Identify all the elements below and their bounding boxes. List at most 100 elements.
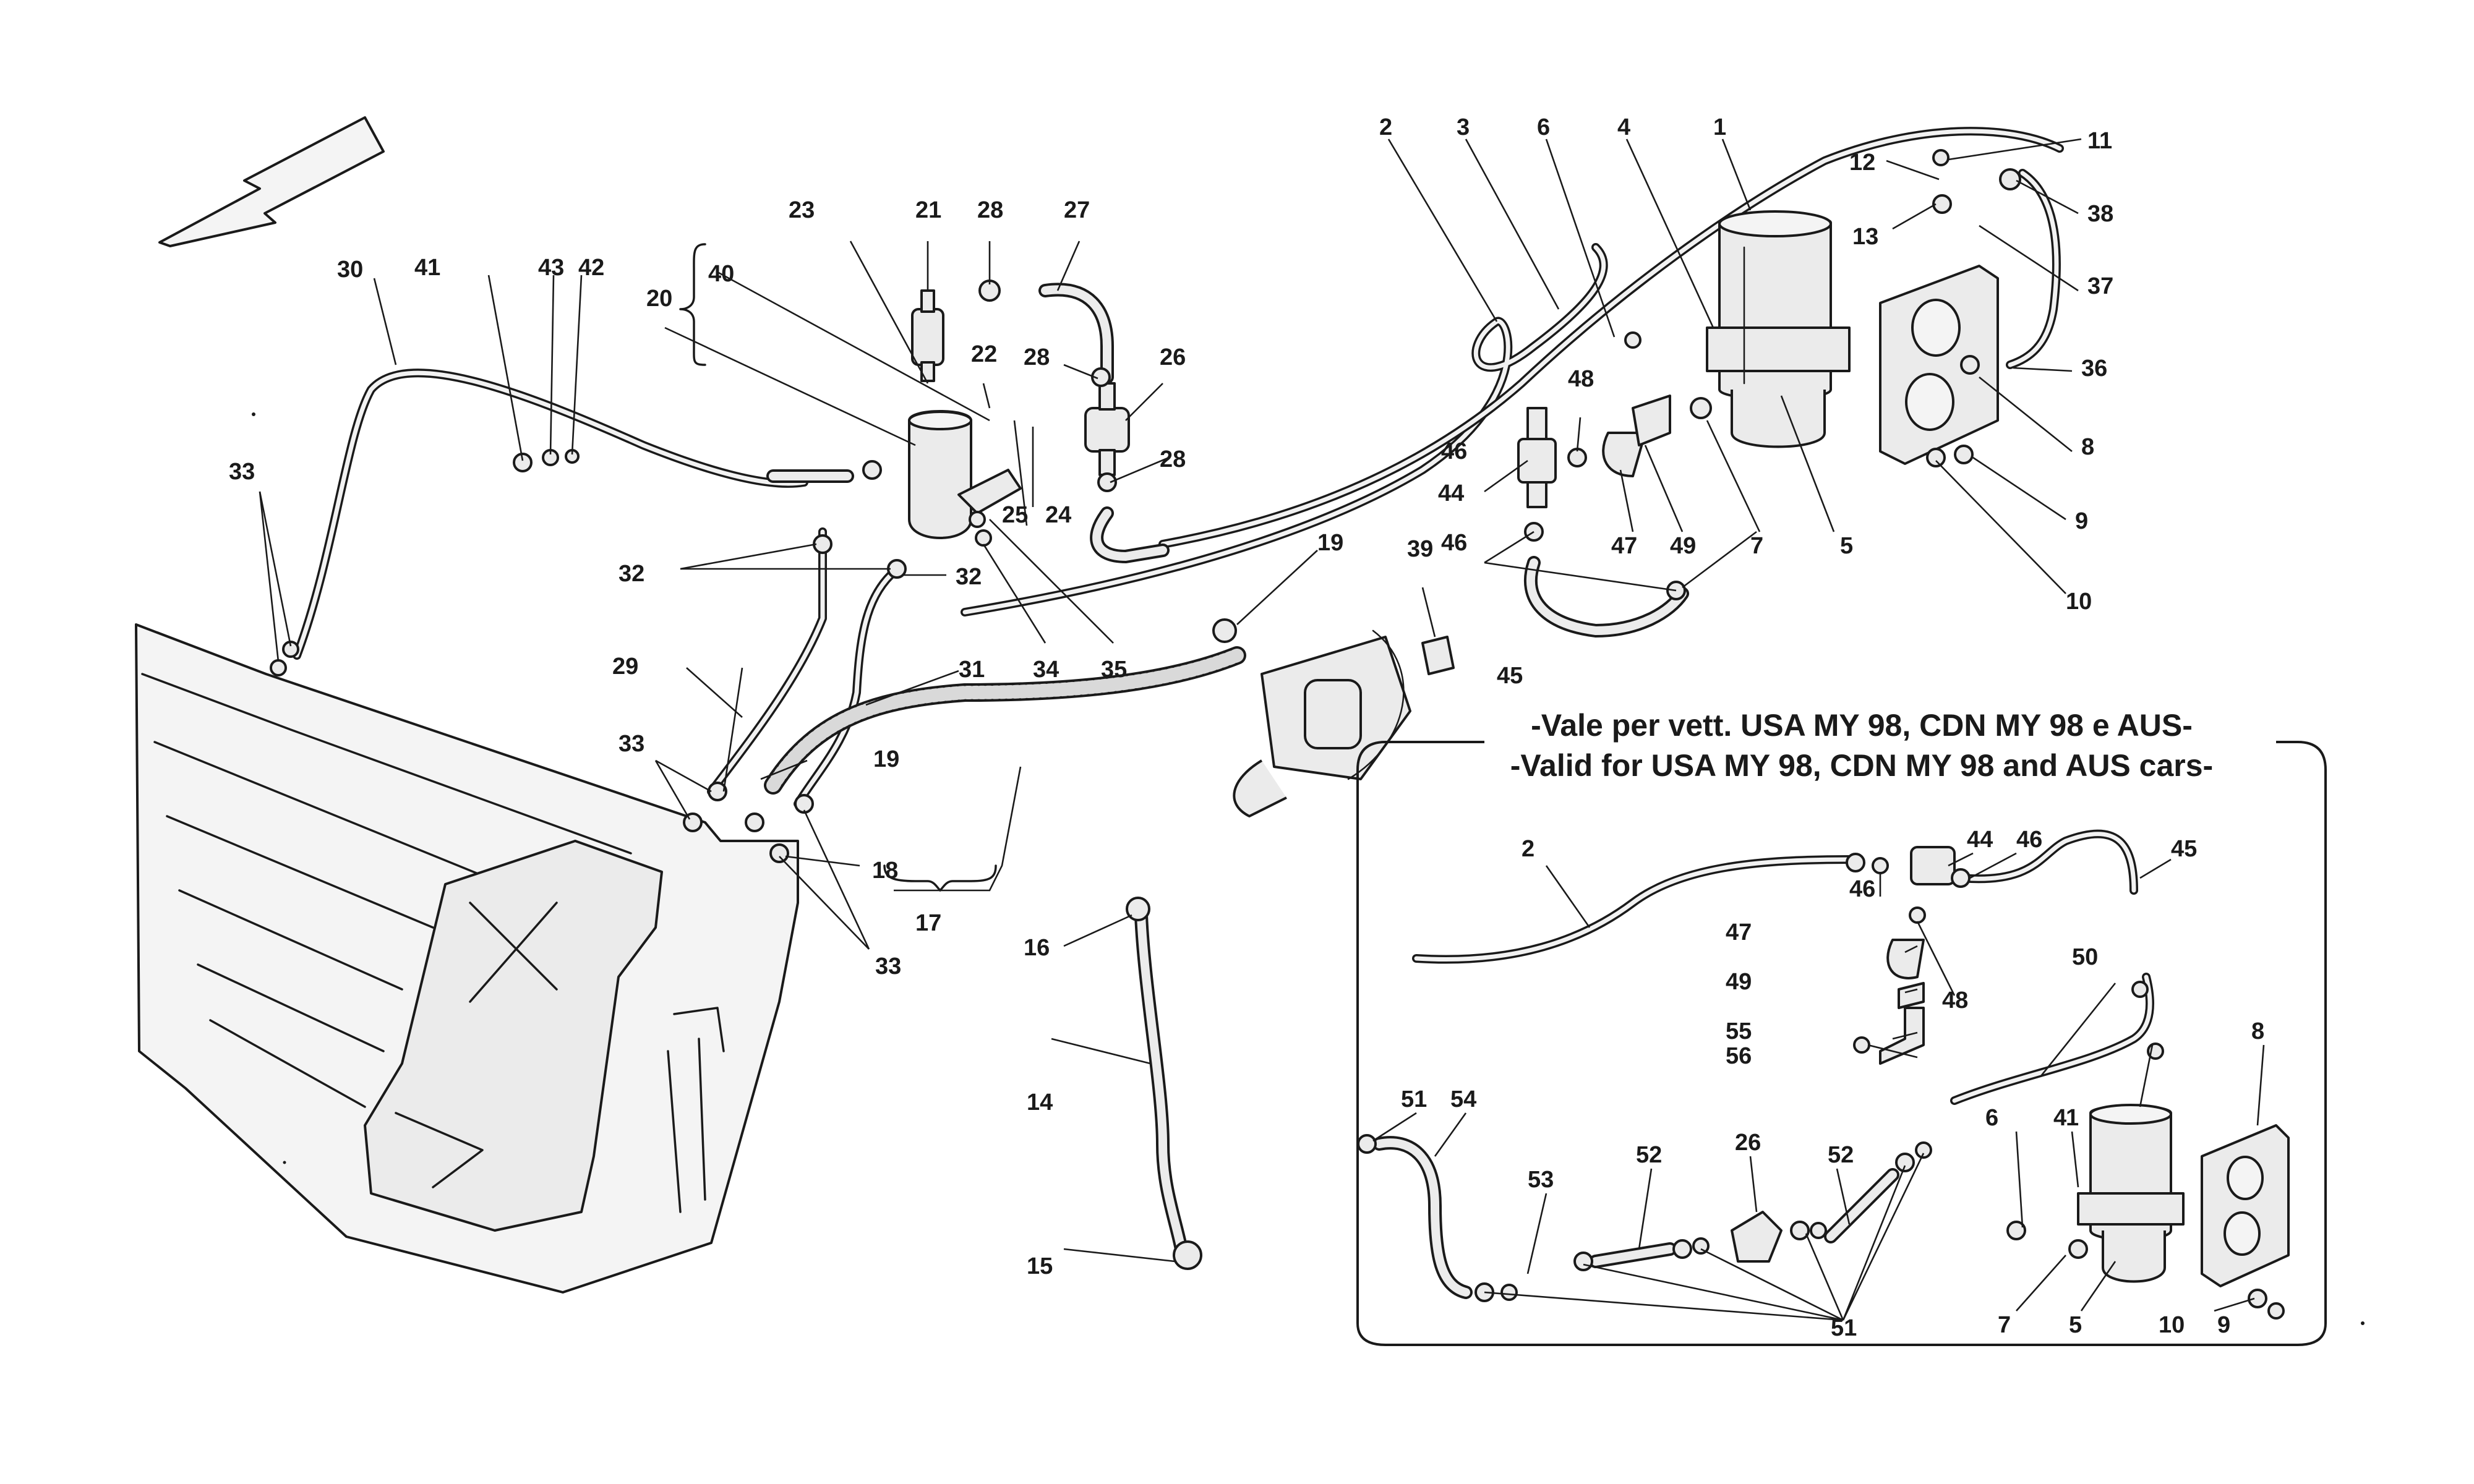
inset-clamp-47	[1886, 939, 1925, 1009]
clamp-47	[1602, 394, 1671, 477]
hose-30	[293, 369, 854, 660]
callout-label: 40	[708, 261, 734, 287]
callout-label: 8	[2081, 434, 2094, 460]
inset-hose-54	[1372, 1136, 1473, 1299]
callout-label: 32	[956, 564, 982, 590]
callout-label: 49	[1670, 533, 1696, 559]
carbon-canister	[1706, 210, 1851, 448]
leader-lines	[259, 138, 2265, 1321]
brace-20	[679, 243, 706, 366]
callout-label: 54	[1450, 1086, 1476, 1112]
inset-canister-bracket	[2201, 1124, 2290, 1287]
inset-pipe-50	[1950, 973, 2154, 1105]
callout-label: 3	[1457, 114, 1470, 140]
callout-label: 46	[2016, 827, 2042, 853]
callout-label: 9	[2075, 508, 2088, 534]
callouts-inset: 1 2 4 5 6 7 8 9 10 26 44 45 46 46 47 48 …	[1401, 827, 2264, 1341]
callout-label: 46	[1441, 438, 1467, 464]
inset-note-en: -Valid for USA MY 98, CDN MY 98 and AUS …	[1510, 748, 2213, 783]
fuel-tank	[135, 623, 799, 1294]
callout-label: 29	[612, 654, 638, 680]
callout-label: 10	[2159, 1312, 2185, 1338]
callout-label: 34	[1033, 657, 1059, 683]
callout-label: 5	[1840, 533, 1853, 559]
callout-label: 37	[2087, 273, 2113, 299]
pipe-36-38	[2006, 169, 2061, 369]
callout-label: 6	[1537, 114, 1550, 140]
callout-label: 44	[1967, 827, 1993, 853]
callout-label: 19	[1317, 530, 1343, 556]
callout-label: 49	[1726, 969, 1752, 995]
callout-label: 16	[1024, 935, 1050, 961]
callout-label: 51	[1831, 1315, 1857, 1341]
callout-label: 27	[1064, 197, 1090, 223]
hose-31-corrugated	[764, 646, 1246, 795]
callout-label: 4	[1617, 114, 1630, 140]
callout-label: 52	[1636, 1142, 1662, 1168]
callout-label: 31	[959, 657, 985, 683]
callout-label: 11	[2087, 128, 2112, 154]
callout-label: 32	[618, 561, 644, 587]
canister-bracket	[1879, 265, 1999, 465]
inset-note-it: -Vale per vett. USA MY 98, CDN MY 98 e A…	[1531, 708, 2193, 743]
inset-bracket-55	[1879, 1007, 1925, 1065]
callout-label: 12	[1849, 150, 1875, 176]
callout-label: 48	[1942, 987, 1968, 1013]
callout-label: 26	[1735, 1130, 1761, 1156]
callout-label: 47	[1726, 919, 1752, 945]
callout-label: 1	[1713, 114, 1726, 140]
callout-label: 2	[1379, 114, 1392, 140]
hose-32	[794, 571, 895, 808]
callout-label: 36	[2081, 356, 2107, 382]
callout-label: 28	[1160, 446, 1186, 472]
callouts-main: 1 2 3 4 5 6 7 8 9 10 11 12 13 14 15 16 1…	[229, 114, 2113, 1279]
callout-label: 42	[578, 255, 604, 281]
filler-neck	[1233, 629, 1411, 817]
brace-17	[883, 864, 997, 892]
valve-21	[911, 289, 944, 382]
callout-label: 44	[1438, 480, 1464, 506]
callout-label: 53	[1528, 1167, 1554, 1193]
callout-label: 28	[1024, 344, 1050, 370]
inset-frame	[1356, 741, 2327, 1346]
callout-label: 39	[1407, 536, 1433, 562]
callout-label: 33	[229, 459, 255, 485]
callout-label: 52	[1828, 1142, 1854, 1168]
callout-label: 10	[2066, 589, 2092, 615]
hose-45	[1524, 556, 1689, 638]
inset-carbon-canister	[2077, 1104, 2185, 1283]
inset-pipe-45	[1956, 829, 2138, 895]
inset-valve-44	[1910, 846, 1956, 885]
callout-label: 47	[1611, 533, 1637, 559]
callout-label: 33	[618, 731, 644, 757]
print-specks	[252, 412, 2365, 1325]
callout-label: 38	[2087, 201, 2113, 227]
callout-label: 1	[2066, 1105, 2079, 1131]
callout-label: 43	[538, 255, 564, 281]
callout-label: 7	[1750, 533, 1763, 559]
callout-label: 17	[915, 910, 941, 936]
callout-label: 21	[915, 197, 941, 223]
callout-label: 46	[1441, 530, 1467, 556]
callout-label: 30	[337, 257, 363, 283]
callout-label: 19	[873, 746, 899, 772]
callout-label: 22	[971, 341, 997, 367]
callout-label: 26	[1160, 344, 1186, 370]
callout-label: 13	[1852, 224, 1878, 250]
callout-label: 48	[1568, 366, 1594, 392]
arrow-down-left-icon	[158, 116, 385, 247]
callout-label: 25	[1002, 502, 1028, 528]
valve-26	[1084, 382, 1130, 476]
callout-label: 7	[1998, 1312, 2011, 1338]
callout-label: 9	[2217, 1312, 2230, 1338]
callout-label: 41	[414, 255, 440, 281]
callout-label: 33	[875, 953, 901, 979]
inset-valve-26	[1731, 1211, 1783, 1263]
valve-44-main	[1517, 407, 1557, 508]
separator-filter	[908, 410, 1022, 539]
clamp-39	[1421, 636, 1455, 675]
callout-label: 4	[2053, 1105, 2066, 1131]
callout-label: 50	[2072, 944, 2098, 970]
callout-label: 2	[1522, 836, 1534, 862]
callout-label: 35	[1101, 657, 1127, 683]
